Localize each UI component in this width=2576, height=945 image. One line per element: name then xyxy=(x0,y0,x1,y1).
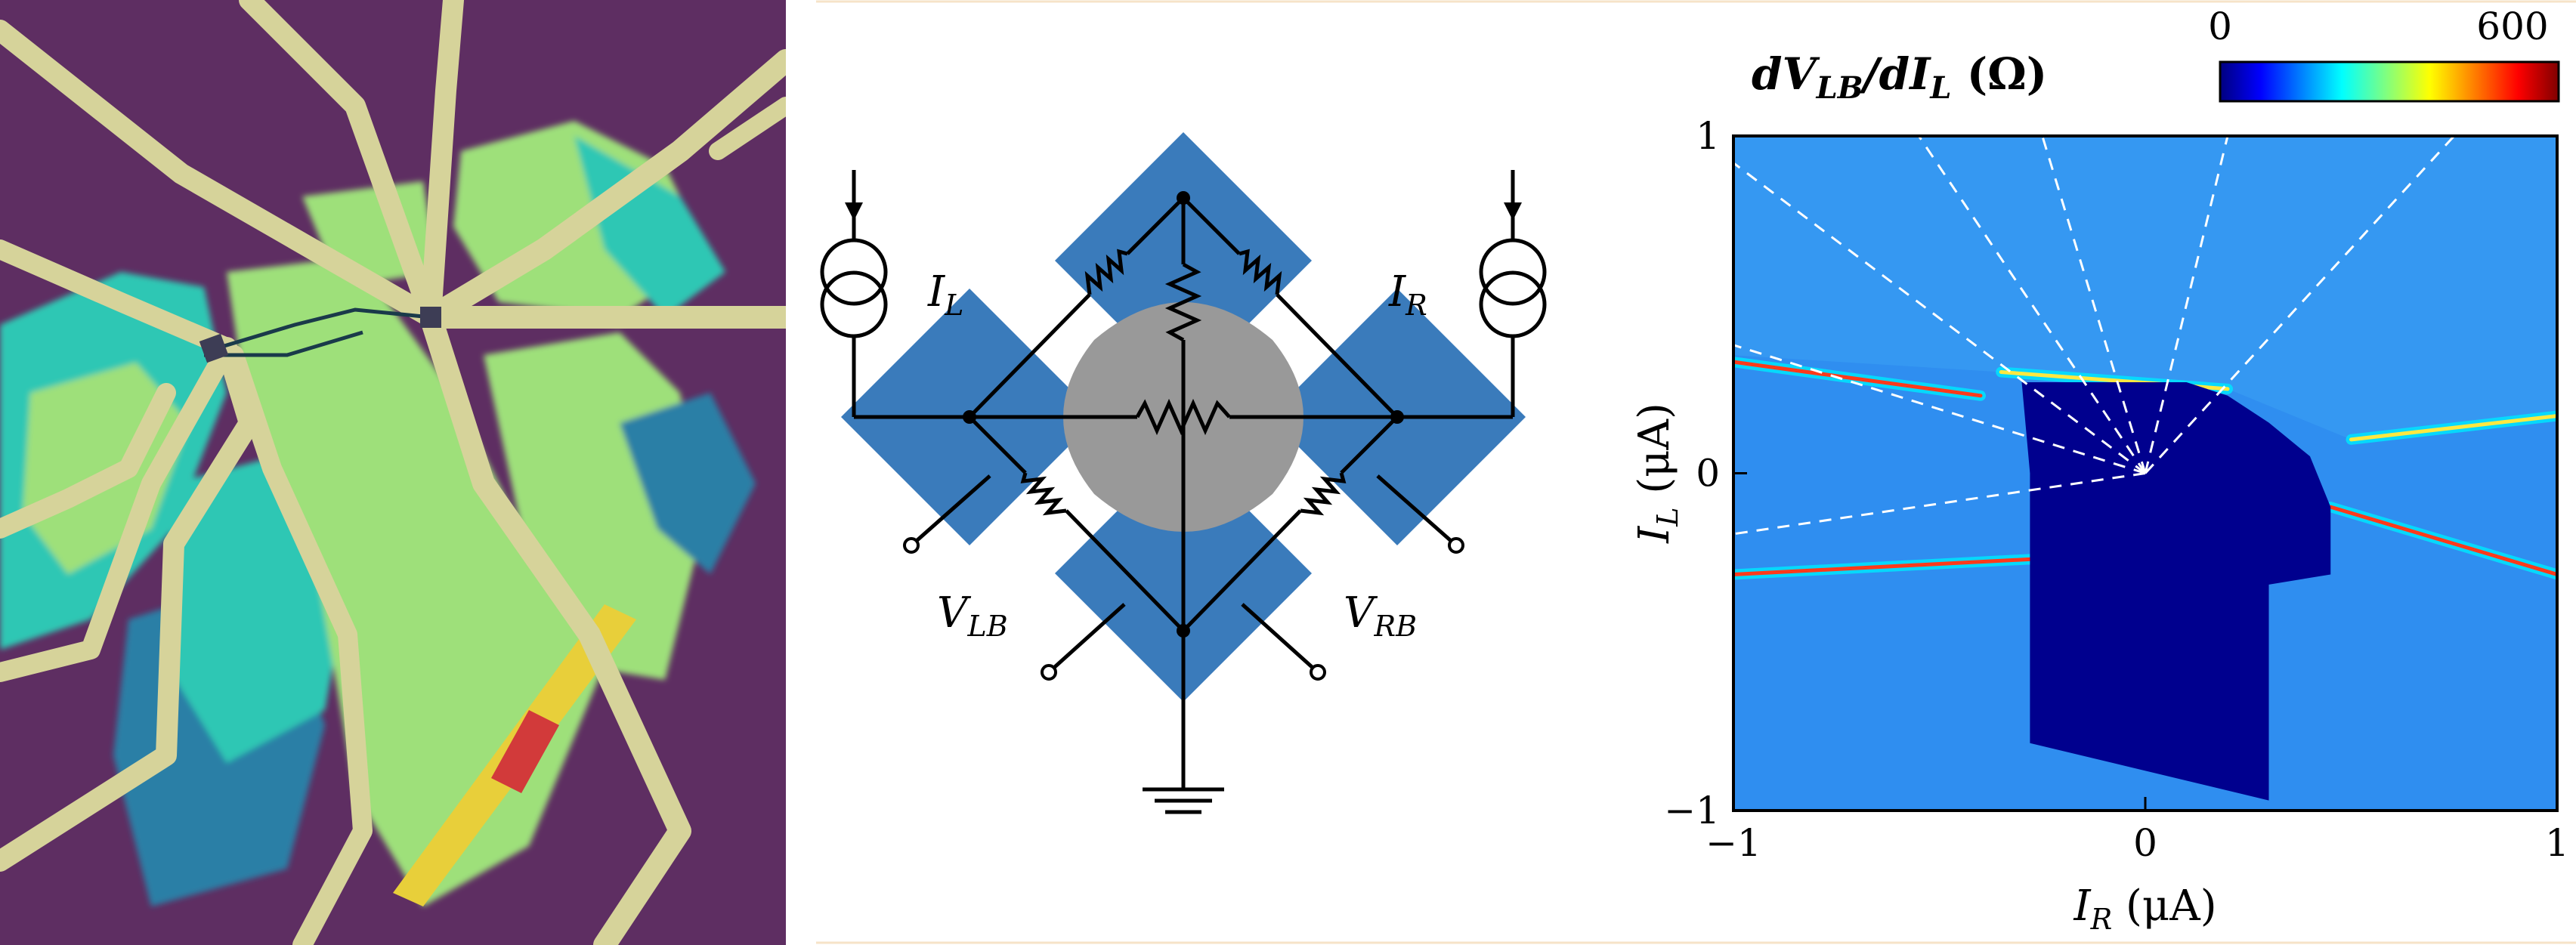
arrow-down-icon xyxy=(1504,202,1522,221)
x-axis-label: IR (μA) xyxy=(2073,882,2216,936)
dashed-line-2 xyxy=(1733,472,2146,536)
terminals xyxy=(903,537,1464,681)
dashed-line-1 xyxy=(1733,344,2146,474)
band-core-2 xyxy=(2328,505,2557,576)
y-axis-label: IL (μA) xyxy=(1630,403,1684,544)
resistor-icon xyxy=(1020,472,1067,516)
terminal-icon xyxy=(1448,537,1464,554)
terminal-icon xyxy=(1310,664,1326,681)
dashed-line-0 xyxy=(1733,162,2146,474)
resistor-icon xyxy=(1084,249,1128,295)
band-core-1 xyxy=(1733,555,2065,576)
flake-teal-right-top xyxy=(574,136,725,317)
electrodes xyxy=(0,0,786,945)
arrow-down-icon xyxy=(845,202,863,221)
label-i-right: IR xyxy=(1388,267,1427,322)
resistor-icon xyxy=(1135,398,1231,436)
current-source-icon xyxy=(820,238,888,306)
colorbar-min-label: 0 xyxy=(2208,5,2232,48)
current-source-left xyxy=(820,202,888,338)
band-core-0 xyxy=(1733,360,1983,398)
circuit-schematic: IL IR VLB VRB xyxy=(820,132,1547,814)
junction-center xyxy=(420,307,441,328)
y-tick-label: −1 xyxy=(1664,789,1720,832)
colorbar-max-label: 600 xyxy=(2476,5,2548,48)
terminal-icon xyxy=(903,537,920,554)
x-tick-label: 1 xyxy=(2545,821,2569,865)
dashed-line-6 xyxy=(2144,136,2455,474)
dashed-guide-lines xyxy=(1733,136,2455,536)
resistor-icon xyxy=(1300,472,1347,516)
current-source-icon xyxy=(1479,238,1547,306)
dashed-line-5 xyxy=(2144,136,2229,474)
current-source-right xyxy=(1479,202,1547,338)
dashed-line-4 xyxy=(2041,136,2147,474)
contact-leads xyxy=(204,307,431,357)
colorbar xyxy=(2219,60,2560,103)
nodes xyxy=(963,191,1404,638)
y-tick-label: 1 xyxy=(1696,114,1720,158)
dashed-line-3 xyxy=(1918,136,2147,474)
device-micrograph xyxy=(0,0,786,945)
x-tick-label: −1 xyxy=(1705,821,1761,865)
band-core-3 xyxy=(2349,414,2557,442)
zero-resistance-region xyxy=(2021,381,2331,801)
terminal-icon xyxy=(1041,664,1057,681)
y-ticks: −1 0 1 xyxy=(1664,114,1747,832)
flake-teal-right xyxy=(620,393,756,574)
x-tick-label: 0 xyxy=(2133,821,2157,865)
resistor-icon xyxy=(1239,249,1282,295)
junction-left xyxy=(199,333,229,363)
label-i-left: IL xyxy=(927,267,963,322)
resistor-icon xyxy=(1164,262,1202,342)
label-v-left: VLB xyxy=(937,588,1008,643)
map-upper-region xyxy=(1733,136,2557,440)
stripe-red xyxy=(491,710,559,793)
ground-icon xyxy=(1143,787,1224,814)
differential-resistance-map: dVLB/dIL (Ω) 0 600 −1 0 1 −1 0 1 IR (μA) IL … xyxy=(1630,5,2569,936)
y-tick-label: 0 xyxy=(1696,452,1720,496)
label-v-right: VRB xyxy=(1344,588,1417,643)
x-ticks: −1 0 1 xyxy=(1705,797,2569,865)
map-title: dVLB/dIL (Ω) xyxy=(1752,48,2047,106)
